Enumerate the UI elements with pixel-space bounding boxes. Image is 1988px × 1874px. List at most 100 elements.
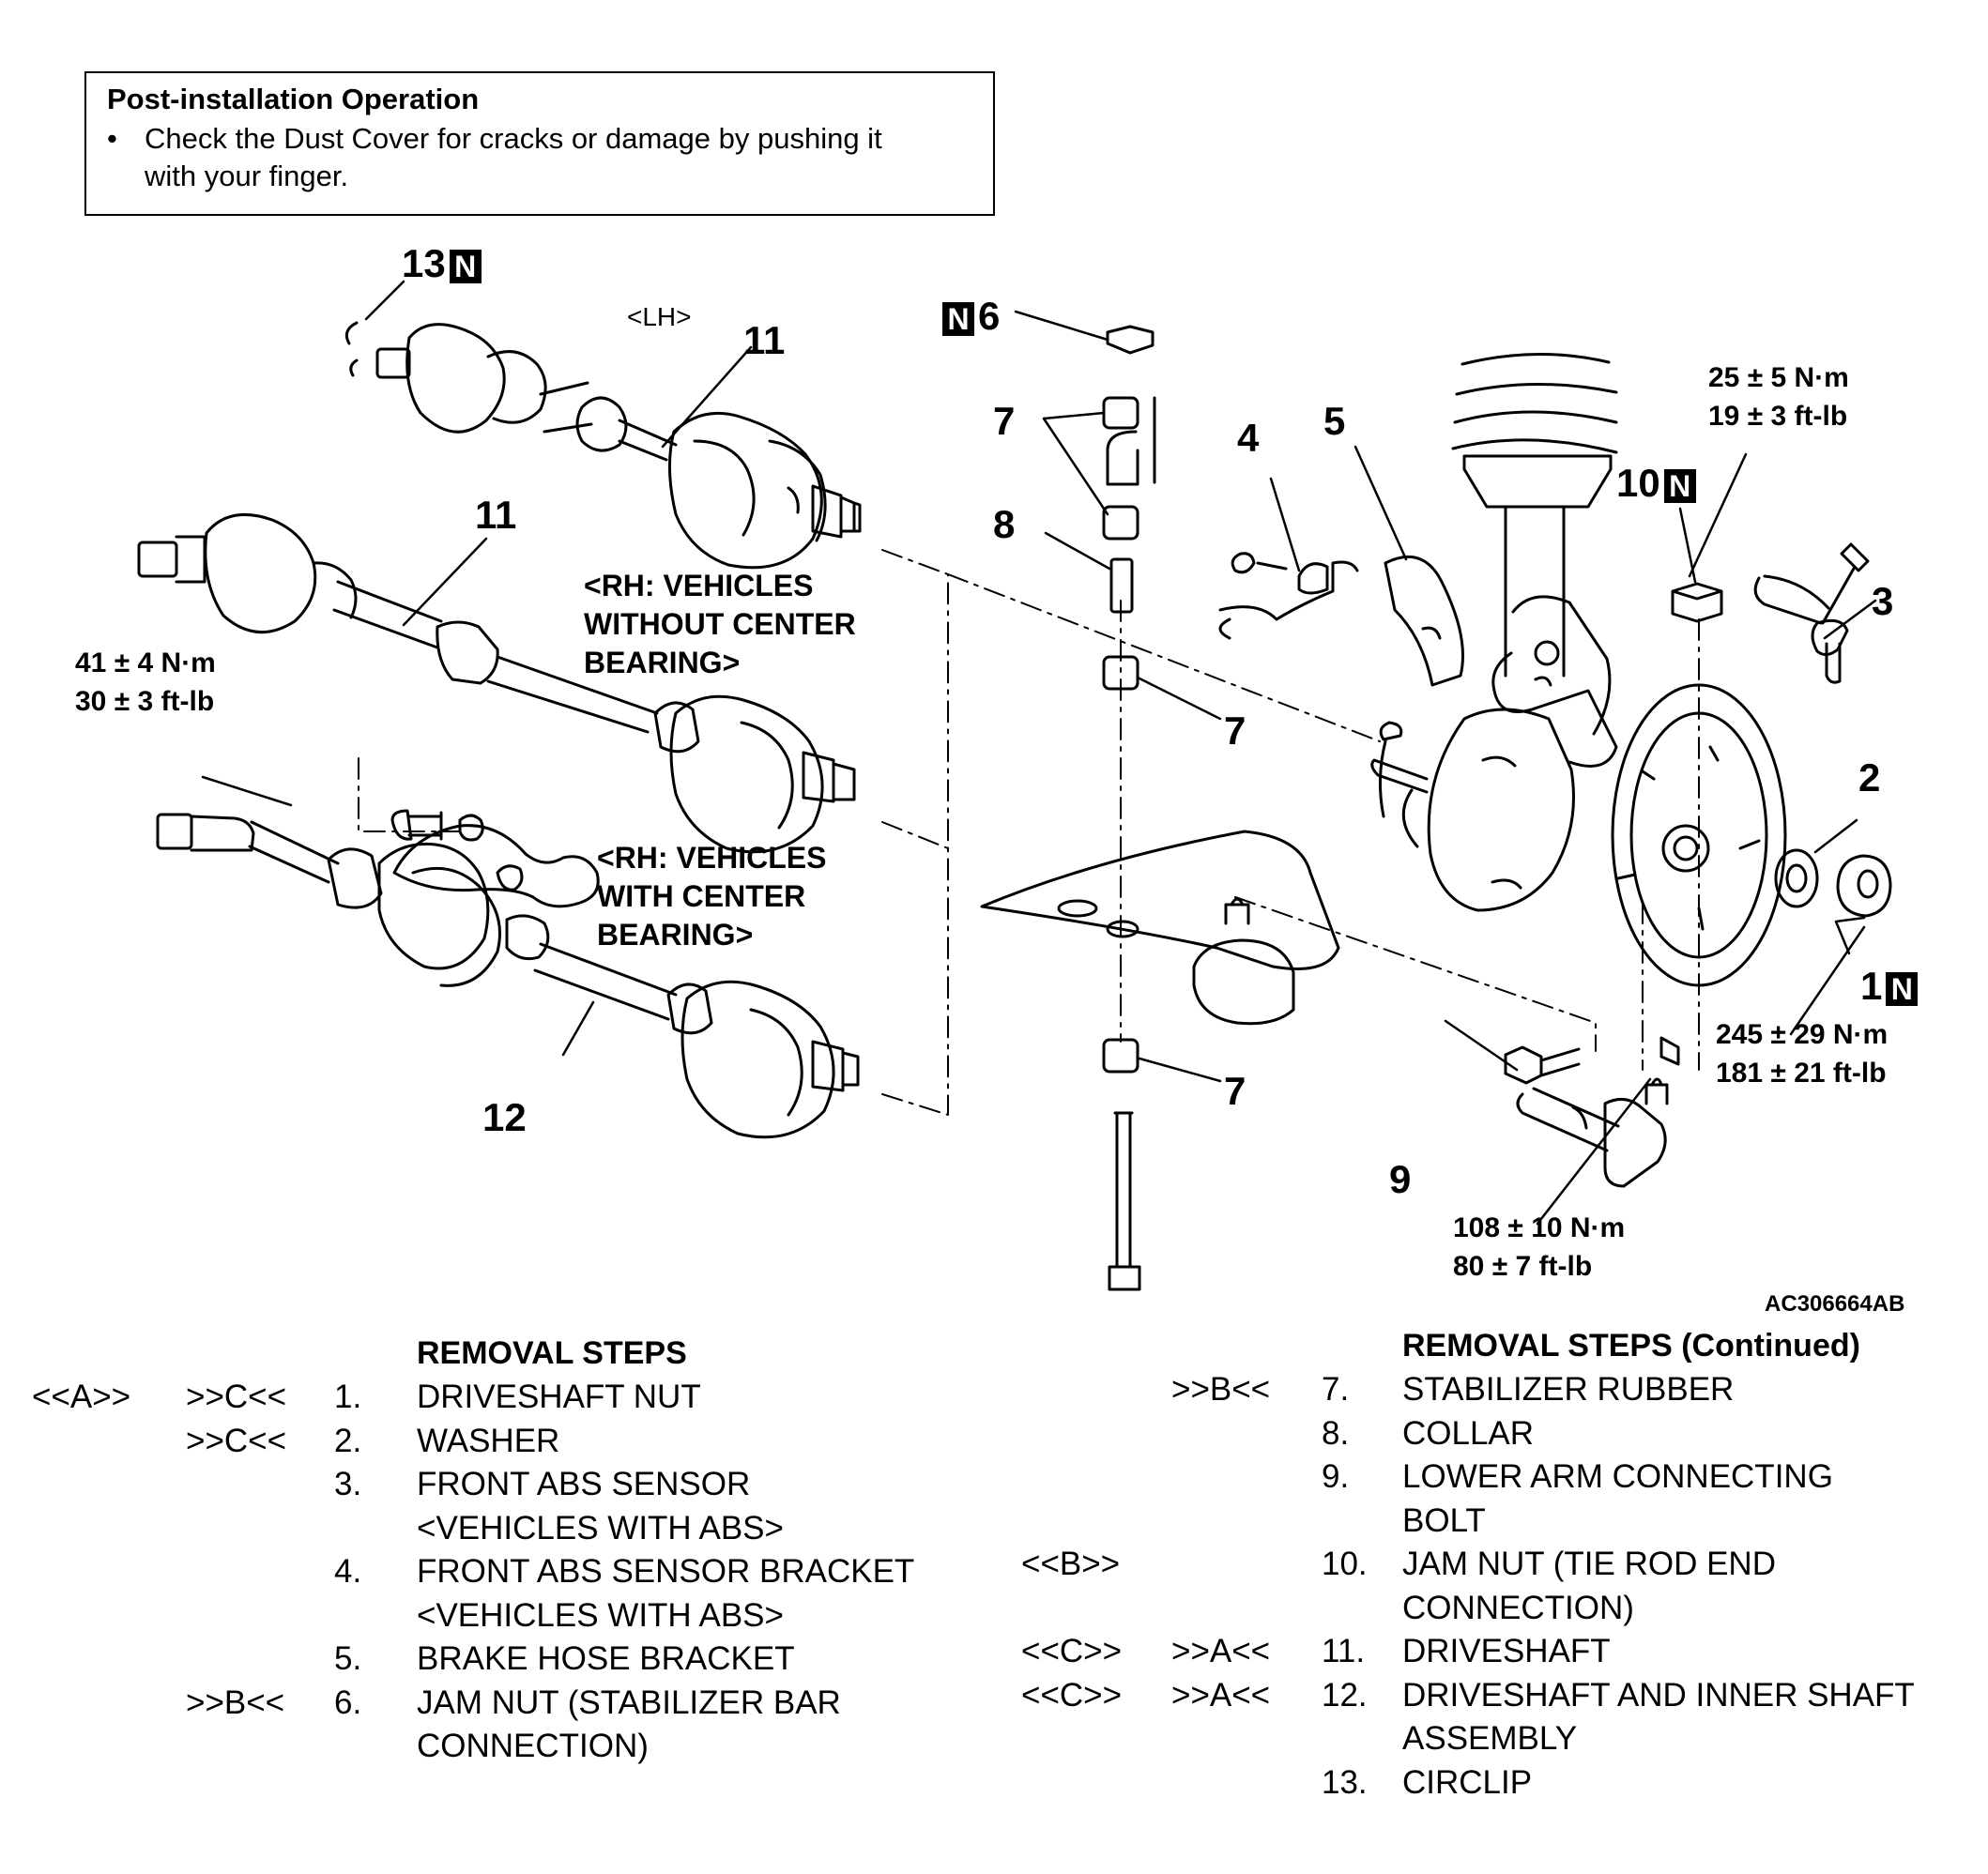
variant-rh-without-2: WITHOUT CENTER: [584, 607, 856, 641]
note-bullet-row: • Check the Dust Cover for cracks or dam…: [107, 120, 972, 195]
leader-lines: [201, 280, 1877, 1226]
knuckle-caliper-hub: [1370, 595, 1787, 987]
step-ref-installation: >>A<<: [1171, 1633, 1271, 1669]
step-text-continued: ASSEMBLY: [1402, 1720, 1578, 1757]
callout-4: 4: [1237, 416, 1260, 460]
step-text: FRONT ABS SENSOR BRACKET: [417, 1553, 915, 1590]
step-text: COLLAR: [1402, 1414, 1535, 1452]
torque-245-nm: 245 ± 29 N·m: [1716, 1019, 1889, 1050]
step-text-continued: CONNECTION): [1402, 1589, 1634, 1626]
callout-11-rh: 11: [475, 493, 517, 537]
torque-41-nm: 41 ± 4 N·m: [75, 648, 216, 678]
step-ref-installation: >>C<<: [186, 1379, 287, 1415]
tie-rod-end: [1516, 1036, 1680, 1188]
step-number: 10.: [1322, 1546, 1368, 1582]
step-ref-removal: <<C>>: [1021, 1676, 1123, 1714]
variant-rh-with-3: BEARING>: [597, 918, 754, 952]
callout-5: 5: [1323, 399, 1346, 443]
note-line-2: with your finger.: [145, 160, 349, 192]
torque-25-ft: 19 ± 3 ft-lb: [1708, 401, 1848, 432]
callout-7-top: 7: [993, 399, 1016, 443]
removal-steps-title: REMOVAL STEPS: [417, 1335, 687, 1371]
step-number: 9.: [1322, 1458, 1350, 1495]
step-number: 3.: [334, 1466, 362, 1502]
driveshaft-inner-shaft-assembly: [156, 813, 860, 1139]
step-number: 7.: [1322, 1371, 1350, 1408]
step-text: DRIVESHAFT: [1402, 1633, 1611, 1669]
torque-108-ft: 80 ± 7 ft-lb: [1453, 1251, 1593, 1282]
step-text: CIRCLIP: [1402, 1763, 1533, 1801]
step-number: 5.: [334, 1640, 362, 1677]
lower-arm: [980, 830, 1340, 1026]
callout-2: 2: [1858, 755, 1881, 800]
torque-41-ft: 30 ± 3 ft-lb: [75, 686, 215, 717]
note-title: Post-installation Operation: [107, 83, 480, 115]
step-text: BRAKE HOSE BRACKET: [417, 1640, 795, 1677]
callout-11-lh: 11: [743, 318, 786, 362]
callout-7-bottom: 7: [1224, 1069, 1246, 1113]
figure-code: AC306664AB: [1765, 1291, 1905, 1317]
step-ref-installation: >>B<<: [186, 1684, 285, 1721]
step-ref-installation: >>C<<: [186, 1422, 287, 1459]
callout-8: 8: [993, 502, 1016, 546]
step-number: 8.: [1322, 1414, 1350, 1452]
torque-108-nm: 108 ± 10 N·m: [1453, 1212, 1626, 1243]
step-ref-removal: <<B>>: [1021, 1546, 1121, 1582]
step-number: 6.: [334, 1684, 362, 1721]
step-ref-removal: <<C>>: [1021, 1633, 1123, 1669]
dash-dot-guides: [358, 549, 1700, 1116]
variant-lh: <LH>: [627, 302, 692, 331]
callout-12: 12: [482, 1095, 527, 1139]
step-text-continued: <VEHICLES WITH ABS>: [417, 1596, 784, 1634]
stabilizer-link-parts: [1102, 325, 1156, 1291]
n-badge-icon: N: [1663, 468, 1696, 503]
n-badge-icon: N: [449, 249, 482, 283]
variant-rh-with-1: <RH: VEHICLES: [597, 841, 827, 875]
callout-9: 9: [1389, 1157, 1412, 1201]
step-text: DRIVESHAFT AND INNER SHAFT: [1402, 1676, 1915, 1714]
torque-25-nm: 25 ± 5 N·m: [1708, 362, 1849, 393]
removal-steps-continued-title: REMOVAL STEPS (Continued): [1402, 1328, 1860, 1364]
step-text-continued: BOLT: [1402, 1501, 1486, 1539]
step-text: DRIVESHAFT NUT: [417, 1379, 701, 1415]
lower-arm-bolt: [1504, 1045, 1581, 1085]
strut-spring-assembly: [1451, 352, 1618, 768]
callout-7-mid: 7: [1224, 708, 1246, 753]
step-text: STABILIZER RUBBER: [1402, 1371, 1735, 1408]
abs-bracket-and-hose-bracket: [1218, 552, 1464, 687]
n-badge-icon: N: [1886, 971, 1919, 1006]
step-ref-removal: <<A>>: [32, 1379, 131, 1415]
step-number: 12.: [1322, 1676, 1368, 1714]
center-bearing-bracket: [390, 809, 600, 908]
step-number: 4.: [334, 1553, 362, 1590]
step-number: 11.: [1322, 1633, 1366, 1669]
note-line-1: Check the Dust Cover for cracks or damag…: [145, 122, 882, 155]
driveshaft-lh: [344, 321, 862, 570]
step-text: JAM NUT (TIE ROD END: [1402, 1546, 1776, 1582]
step-ref-installation: >>B<<: [1171, 1371, 1271, 1408]
driveshaft-rh-without-center-bearing: [137, 513, 856, 854]
step-text: JAM NUT (STABILIZER BAR: [417, 1684, 841, 1721]
torque-245-ft: 181 ± 21 ft-lb: [1716, 1058, 1887, 1089]
jam-nut-10: [1671, 582, 1723, 623]
step-text: FRONT ABS SENSOR: [417, 1466, 751, 1502]
step-text: WASHER: [417, 1422, 560, 1459]
abs-sensor: [1753, 542, 1870, 684]
step-number: 1.: [334, 1379, 362, 1415]
bullet-icon: •: [107, 122, 117, 155]
variant-rh-with-2: WITH CENTER: [597, 879, 806, 913]
step-number: 13.: [1322, 1763, 1368, 1801]
n-badge-icon: N: [942, 301, 974, 336]
post-installation-note: Post-installation Operation • Check the …: [84, 71, 995, 216]
callout-3: 3: [1872, 579, 1894, 623]
step-text-continued: CONNECTION): [417, 1728, 649, 1764]
variant-rh-without-1: <RH: VEHICLES: [584, 569, 814, 602]
variant-rh-without-3: BEARING>: [584, 646, 741, 679]
step-text: LOWER ARM CONNECTING: [1402, 1458, 1833, 1495]
step-text-continued: <VEHICLES WITH ABS>: [417, 1509, 784, 1546]
